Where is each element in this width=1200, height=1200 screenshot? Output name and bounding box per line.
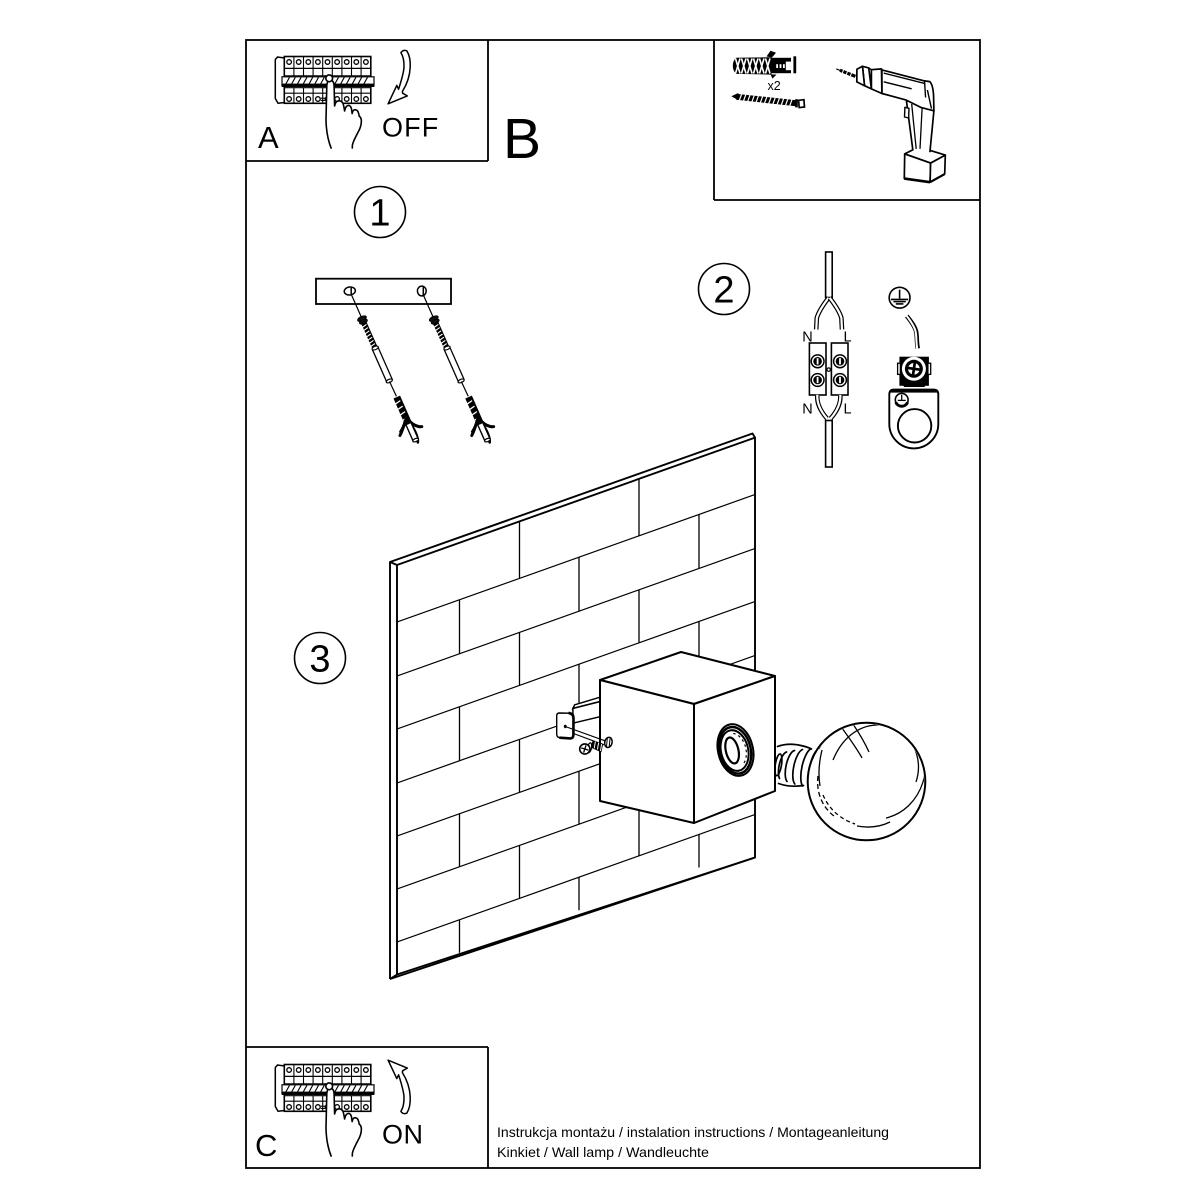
svg-text:OFF: OFF	[382, 113, 439, 143]
svg-text:L: L	[844, 330, 852, 346]
svg-text:ON: ON	[382, 1120, 424, 1150]
svg-text:3: 3	[309, 639, 330, 681]
svg-text:Kinkiet / Wall lamp / Wandleuc: Kinkiet / Wall lamp / Wandleuchte	[497, 1144, 709, 1160]
svg-text:1: 1	[369, 193, 390, 235]
svg-text:N: N	[802, 402, 812, 418]
svg-text:C: C	[255, 1128, 277, 1163]
svg-text:A: A	[258, 120, 279, 155]
svg-text:x2: x2	[768, 79, 781, 93]
svg-text:L: L	[843, 402, 851, 418]
svg-text:Instrukcja montażu / instalati: Instrukcja montażu / instalation instruc…	[497, 1124, 889, 1140]
svg-text:2: 2	[713, 270, 734, 312]
svg-text:B: B	[503, 107, 541, 171]
svg-text:N: N	[802, 330, 812, 346]
